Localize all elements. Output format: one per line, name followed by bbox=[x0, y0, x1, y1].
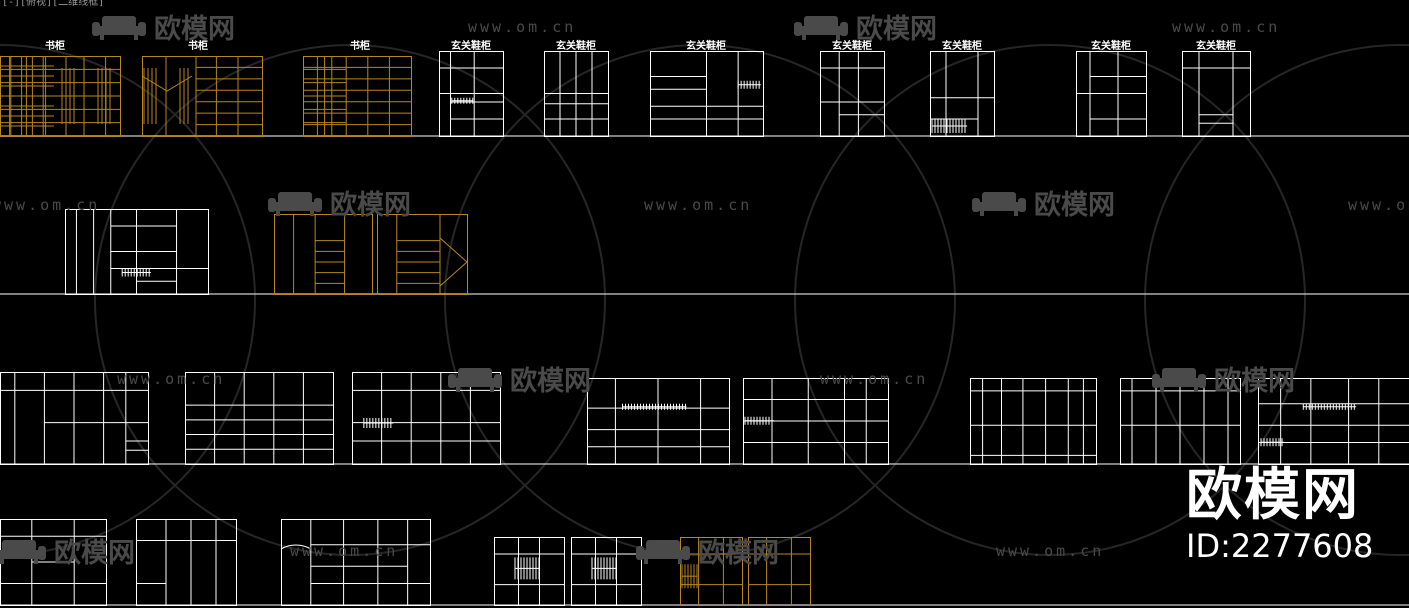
watermark-name: 欧模网 bbox=[856, 14, 937, 45]
wardrobe-r3-2 bbox=[185, 372, 334, 465]
wardrobe-r4-4 bbox=[494, 537, 565, 606]
sofa-logo-icon bbox=[0, 540, 46, 564]
sofa-logo-icon bbox=[448, 368, 502, 392]
wardrobe-r4-gold-2 bbox=[748, 537, 811, 606]
sofa-logo-icon bbox=[636, 540, 690, 564]
bookcase-2 bbox=[141, 56, 263, 137]
wardrobe-r2-1 bbox=[65, 209, 209, 295]
entrance-cabinet-5 bbox=[930, 51, 995, 137]
watermark-url: www.om.cn bbox=[117, 370, 225, 388]
cabinet-label: 书柜 bbox=[188, 39, 208, 52]
watermark-url: www.om.cn bbox=[1172, 18, 1280, 36]
wardrobe-r3-1 bbox=[0, 372, 149, 465]
wardrobe-r3-4 bbox=[587, 378, 730, 465]
bookcase-3 bbox=[303, 56, 412, 137]
cabinet-label: 玄关鞋柜 bbox=[556, 39, 596, 52]
bookcase-1 bbox=[0, 56, 121, 137]
sofa-logo-icon bbox=[972, 192, 1026, 216]
wardrobe-r2-gold-1 bbox=[274, 214, 373, 295]
watermark-arcs bbox=[0, 44, 1409, 556]
wardrobe-r4-2 bbox=[136, 519, 237, 606]
wardrobe-r4-3 bbox=[280, 519, 431, 606]
watermark-name: 欧模网 bbox=[1034, 190, 1115, 221]
wardrobe-r3-3 bbox=[352, 372, 501, 465]
entrance-cabinet-1 bbox=[439, 51, 504, 137]
watermark-name: 欧模网 bbox=[54, 538, 135, 569]
wardrobe-r3-5 bbox=[743, 378, 889, 465]
watermark-name: 欧模网 bbox=[510, 366, 591, 397]
brand-id: ID:2277608 bbox=[1186, 527, 1374, 565]
watermark-name: 欧模网 bbox=[330, 190, 411, 221]
cabinet-labels: 书柜 书柜 书柜 玄关鞋柜 玄关鞋柜 玄关鞋柜 玄关鞋柜 玄关鞋柜 玄关鞋柜 玄关鞋柜 bbox=[45, 39, 1236, 52]
entrance-cabinet-7 bbox=[1182, 51, 1251, 137]
sofa-logo-icon bbox=[1152, 368, 1206, 392]
entrance-cabinet-4 bbox=[820, 51, 885, 137]
watermark-name: 欧模网 bbox=[698, 538, 779, 569]
cabinet-label: 书柜 bbox=[45, 39, 65, 52]
watermark-url: www.om.cn bbox=[0, 196, 100, 214]
wardrobe-r4-gold-1 bbox=[680, 537, 743, 606]
wardrobe-r4-5 bbox=[571, 537, 642, 606]
entrance-cabinet-3 bbox=[650, 51, 764, 137]
sofa-logo-icon bbox=[268, 192, 322, 216]
watermark-name: 欧模网 bbox=[1214, 366, 1295, 397]
entrance-cabinet-2 bbox=[544, 51, 609, 137]
cabinet-label: 玄关鞋柜 bbox=[451, 39, 491, 52]
watermark-url: www.om.cn bbox=[644, 196, 752, 214]
wardrobe-r3-6 bbox=[970, 378, 1097, 465]
cabinet-label: 玄关鞋柜 bbox=[942, 39, 982, 52]
watermark-url: www.om.cn bbox=[468, 18, 576, 36]
cabinet-label: 玄关鞋柜 bbox=[1196, 39, 1236, 52]
cabinet-label: 玄关鞋柜 bbox=[832, 39, 872, 52]
top-edge-fragment: [-][俯视][二维线框] bbox=[2, 0, 105, 8]
wardrobe-r2-gold-2 bbox=[377, 214, 468, 295]
sofa-logo-icon bbox=[92, 16, 146, 40]
cabinet-label: 玄关鞋柜 bbox=[686, 39, 726, 52]
brand-name: 欧模网 bbox=[1186, 463, 1360, 528]
entrance-cabinet-6 bbox=[1076, 51, 1147, 137]
watermark-name: 欧模网 bbox=[154, 14, 235, 45]
wardrobe-r3-8 bbox=[1258, 378, 1409, 465]
watermark-url: www.om.cn bbox=[290, 542, 398, 560]
watermark-url: www.om.cn bbox=[820, 370, 928, 388]
cabinet-label: 玄关鞋柜 bbox=[1091, 39, 1131, 52]
watermark-url: www.om.cn bbox=[1348, 196, 1409, 214]
watermark-url: www.om.cn bbox=[996, 542, 1104, 560]
cabinet-label: 书柜 bbox=[350, 39, 370, 52]
sofa-logo-icon bbox=[794, 16, 848, 40]
